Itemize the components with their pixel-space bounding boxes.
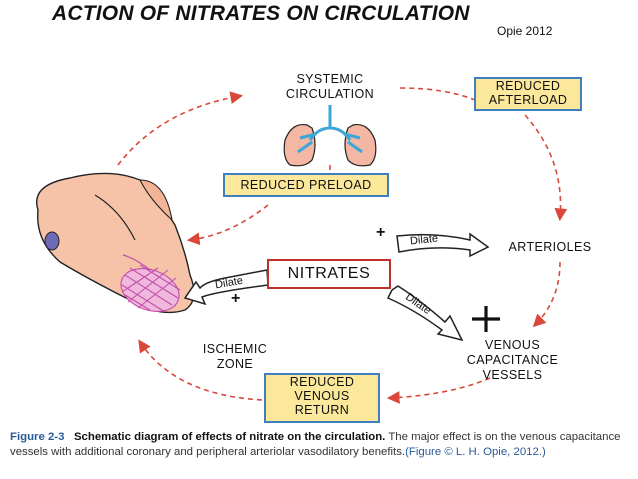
circulation-arrows [117, 87, 568, 404]
page-title: ACTION OF NITRATES ON CIRCULATION [52, 2, 470, 25]
lungs-icon [283, 105, 377, 167]
arrow-return-to-heart [138, 339, 263, 401]
large-plus-icon [472, 306, 500, 332]
coronary-vessel-icon [44, 231, 60, 251]
source-label: Opie 2012 [497, 24, 553, 38]
caption-title: Schematic diagram of effects of nitrate … [73, 431, 386, 443]
reduced-venous-return-box: REDUCED VENOUS RETURN [264, 373, 380, 423]
dilate-arterioles-arrow [396, 232, 490, 258]
plus-heart-label: + [231, 290, 241, 307]
arrow-veins-to-return [386, 377, 491, 404]
caption-credit: (Figure © L. H. Opie, 2012.) [405, 445, 546, 458]
arterioles-label: ARTERIOLES [508, 240, 592, 254]
arrow-systemic-to-afterload [399, 87, 476, 101]
dilate-heart-arrow [183, 269, 269, 306]
figure-label: Figure 2-3 [10, 431, 65, 443]
reduced-afterload-box: REDUCED AFTERLOAD [474, 77, 582, 111]
caption-body: The major effect is on the venous capaci… [10, 431, 621, 458]
plus-arterioles-label: + [376, 224, 386, 241]
ischemic-zone-icon [120, 264, 181, 313]
systemic-circulation-label: SYSTEMIC CIRCULATION [285, 72, 375, 101]
arrow-arterioles-to-veins [532, 261, 561, 328]
arrow-afterload-to-arterioles [524, 114, 568, 222]
heart-illustration [36, 172, 195, 314]
reduced-preload-box: REDUCED PRELOAD [223, 173, 389, 197]
venous-capacitance-label: VENOUS CAPACITANCE VESSELS [466, 338, 559, 382]
arrow-heart-to-systemic [117, 91, 244, 166]
ischemic-zone-label: ISCHEMIC ZONE [202, 342, 268, 371]
dilate-veins-arrow [386, 285, 464, 342]
arrow-preload-to-heart [186, 204, 269, 246]
figure-caption: Figure 2-3 Schematic diagram of effects … [10, 430, 630, 459]
nitrates-box: NITRATES [267, 259, 391, 289]
